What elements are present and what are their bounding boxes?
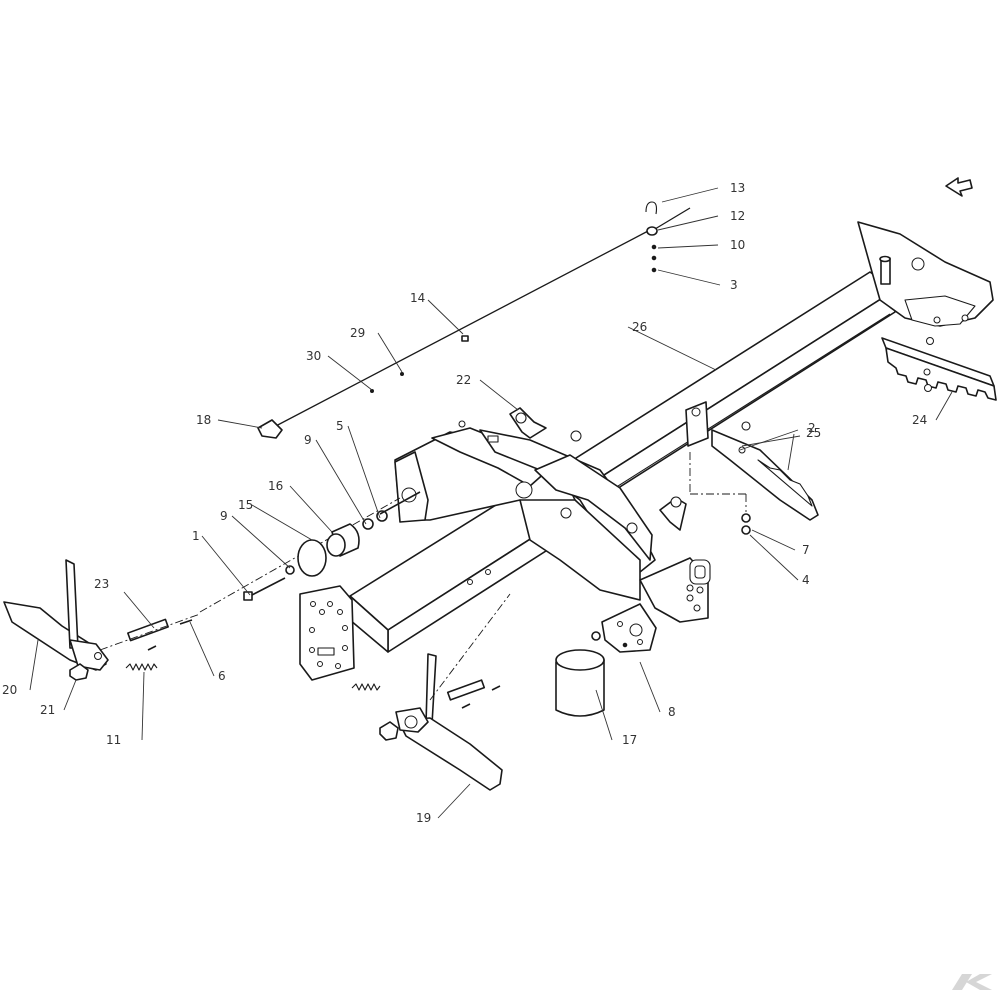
- callout-labels: 13 12 10 3 14 29 30 26 22 18 2 25 5 9 16…: [2, 181, 927, 825]
- callout-13: 13: [730, 181, 745, 195]
- callout-16: 16: [268, 479, 283, 493]
- callout-11: 11: [106, 733, 121, 747]
- callout-25: 25: [806, 426, 821, 440]
- nut-washer-set: [689, 452, 751, 535]
- callout-29: 29: [350, 326, 365, 340]
- bushing-assembly: [199, 497, 401, 613]
- callout-15: 15: [238, 498, 253, 512]
- callout-18: 18: [196, 413, 211, 427]
- clip-bracket: [509, 407, 547, 439]
- callout-26: 26: [632, 320, 647, 334]
- callout-leaders: [29, 187, 953, 819]
- adjustment-bracket: [685, 401, 819, 521]
- callout-20: 20: [2, 683, 17, 697]
- callout-1: 1: [192, 529, 200, 543]
- callout-17: 17: [622, 733, 637, 747]
- callout-22: 22: [456, 373, 471, 387]
- callout-9-lower: 9: [220, 509, 228, 523]
- serrated-bar-right: [881, 337, 997, 401]
- guide-flap: [659, 496, 687, 531]
- callout-7: 7: [802, 543, 810, 557]
- brand-logo-icon: [952, 974, 992, 990]
- callout-24: 24: [912, 413, 927, 427]
- cable-assembly: [257, 201, 691, 439]
- callout-10: 10: [730, 238, 745, 252]
- callout-6: 6: [218, 669, 226, 683]
- callout-30: 30: [306, 349, 321, 363]
- right-scraper: [351, 593, 511, 791]
- callout-3: 3: [730, 278, 738, 292]
- callout-12: 12: [730, 209, 745, 223]
- central-bracket: [394, 420, 711, 623]
- callout-14: 14: [410, 291, 425, 305]
- bolt-5: [379, 491, 421, 515]
- callout-23: 23: [94, 577, 109, 591]
- direction-arrow-icon: [945, 177, 973, 197]
- callout-21: 21: [40, 703, 55, 717]
- callout-2: 2: [808, 421, 816, 435]
- callout-4: 4: [802, 573, 810, 587]
- callout-9-upper: 9: [304, 433, 312, 447]
- pivot-bracket: [601, 603, 657, 653]
- callout-19: 19: [416, 811, 431, 825]
- left-beam: [299, 489, 561, 681]
- rubber-buffer: [555, 631, 605, 717]
- callout-5: 5: [336, 419, 344, 433]
- left-scraper: [3, 559, 201, 681]
- callout-8: 8: [668, 705, 676, 719]
